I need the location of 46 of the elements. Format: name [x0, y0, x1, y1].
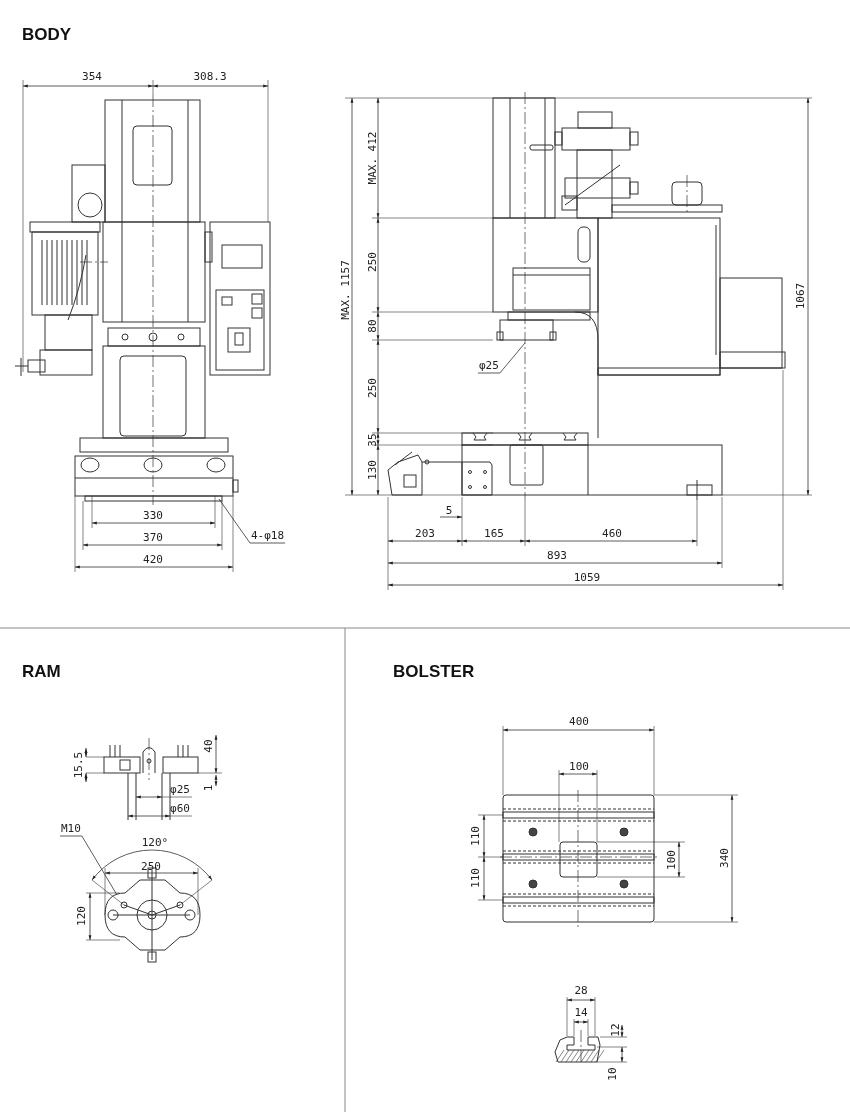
dimension-value: 250	[141, 860, 161, 872]
dimension-value: 165	[484, 527, 504, 539]
dimension-value: 370	[143, 531, 163, 543]
dimension-value: 400	[569, 715, 589, 727]
dimension-value: 80	[366, 319, 378, 333]
leader-line	[218, 498, 286, 544]
dimension-value: 203	[415, 527, 435, 539]
dimension-value: 130	[366, 460, 378, 480]
leader-line	[477, 342, 526, 374]
dimension-value: 1059	[573, 571, 601, 583]
dimension-value: MAX. 1157	[339, 260, 351, 320]
dimension-value: 110	[469, 868, 481, 888]
dimension-value: 12	[609, 1023, 621, 1037]
dimension-value: 340	[718, 848, 730, 868]
dimension-value: φ60	[170, 802, 190, 814]
dimension-value: 893	[547, 549, 567, 561]
dimension-value: φ25	[170, 783, 190, 795]
dimension-value: 110	[469, 826, 481, 846]
section-heading: BOLSTER	[393, 663, 475, 680]
callout-text: φ25	[478, 360, 500, 371]
dimension-value: 308.3	[193, 70, 227, 82]
dimension-value: 250	[366, 252, 378, 272]
dimension-value: 460	[602, 527, 622, 539]
dimension-value: 100	[665, 850, 677, 870]
dimension-value: 330	[143, 509, 163, 521]
dimension-value: 28	[574, 984, 588, 996]
dimension-value: 1	[202, 784, 214, 792]
section-heading: BODY	[22, 26, 72, 43]
dimension-value: 40	[202, 739, 214, 753]
dimension-value: 120	[75, 906, 87, 926]
dimension-value: 1067	[794, 282, 806, 310]
dimension-value: 354	[82, 70, 102, 82]
dimension-value: 420	[143, 553, 163, 565]
callout-text: M10	[60, 823, 82, 834]
dimension-value: 120°	[141, 836, 169, 848]
dimension-value: 35	[366, 433, 378, 447]
dimension-value: 14	[574, 1006, 588, 1018]
section-heading: RAM	[22, 663, 61, 680]
callout-text: 4-φ18	[250, 530, 286, 541]
dimension-value: MAX. 412	[366, 131, 378, 185]
dimension-value: 15.5	[72, 751, 84, 779]
dimension-value: 10	[606, 1067, 618, 1081]
dimension-value: 100	[569, 760, 589, 772]
leader-line	[59, 835, 118, 896]
dimension-value: 5	[445, 504, 453, 516]
dimension-value: 250	[366, 378, 378, 398]
